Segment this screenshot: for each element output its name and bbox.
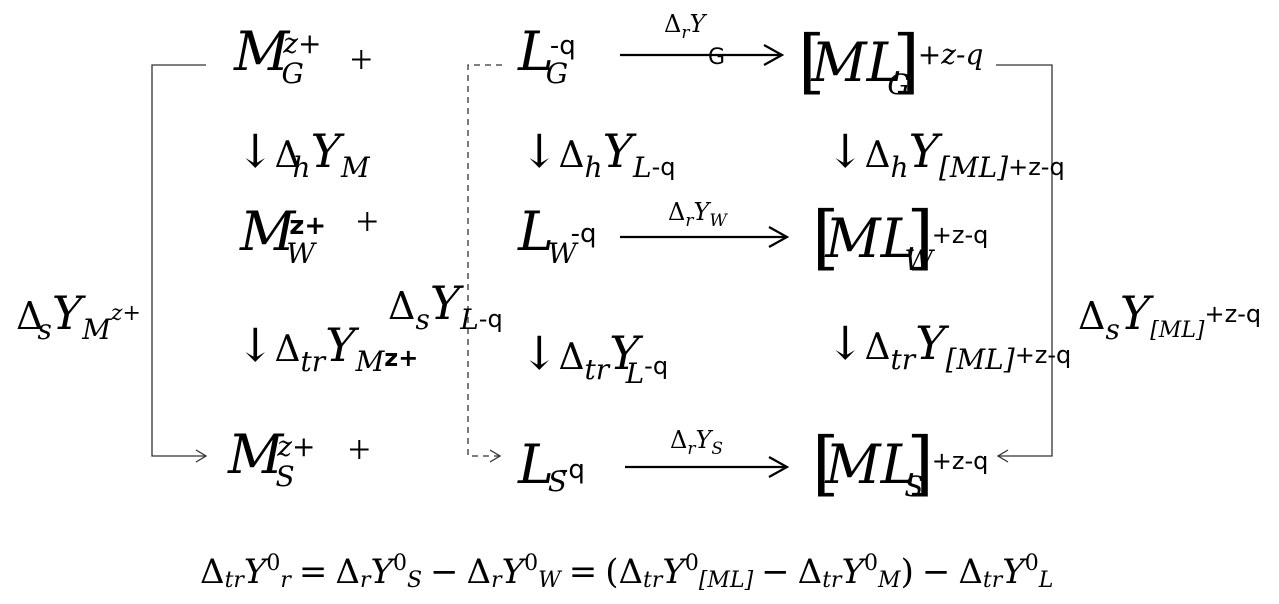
left-cycle-line: [151, 64, 206, 457]
ligand-gas: L-qG: [518, 20, 576, 90]
reaction-arrow-solvent-head: [768, 456, 790, 478]
solvation-ligand-label: ΔsYL-q: [388, 276, 503, 336]
metal-gas: Mz+G: [234, 20, 322, 90]
hydration-complex: ↓ΔhY[ML]+z-q: [826, 124, 1065, 184]
plus-solvent: +: [348, 427, 371, 472]
left-cycle-arrowhead: [195, 449, 208, 463]
hydration-ligand: ↓ΔhYL-q: [520, 124, 676, 184]
right-cycle-line: [996, 64, 1053, 457]
plus-gas: +: [350, 37, 373, 82]
middle-cycle-arrowhead: [489, 449, 502, 463]
reaction-label-solvent: ΔrYS: [670, 426, 723, 459]
ligand-water: LW-q: [518, 200, 597, 270]
complex-gas: [ML]+z-qG: [798, 19, 984, 102]
ligand-solvent: LS-q: [518, 433, 585, 499]
plus-water: +: [356, 199, 379, 244]
reaction-label-gas-phase: G: [708, 45, 726, 70]
reaction-arrow-gas-head: [763, 44, 785, 66]
reaction-arrow-water-head: [768, 226, 790, 248]
complex-water: [ML]+z-qW: [812, 195, 989, 278]
hydration-metal: ↓ΔhYM: [236, 124, 370, 184]
transfer-complex: ↓ΔtrY[ML]+z-q: [826, 316, 1072, 376]
reaction-label-water: ΔrYW: [668, 198, 727, 231]
solvation-complex-label: ΔsY[ML]+z-q: [1078, 286, 1262, 346]
transfer-formula: ΔtrY0r=ΔrY0S−ΔrY0W=(ΔtrY0[ML]−ΔtrY0M)−Δt…: [200, 550, 1054, 594]
metal-solvent: Mz+S: [228, 423, 316, 493]
reaction-label-gas: ΔrY: [664, 10, 706, 43]
complex-solvent: [ML]+z-qS: [812, 421, 989, 504]
metal-water: Mz+W: [240, 200, 327, 270]
right-cycle-arrowhead: [996, 449, 1009, 463]
middle-cycle-line: [467, 64, 502, 457]
transfer-metal: ↓ΔtrYMz+: [236, 318, 419, 378]
transfer-ligand: ↓ΔtrYL-q: [520, 326, 669, 390]
solvation-metal-label: ΔsYMz+: [16, 286, 141, 346]
